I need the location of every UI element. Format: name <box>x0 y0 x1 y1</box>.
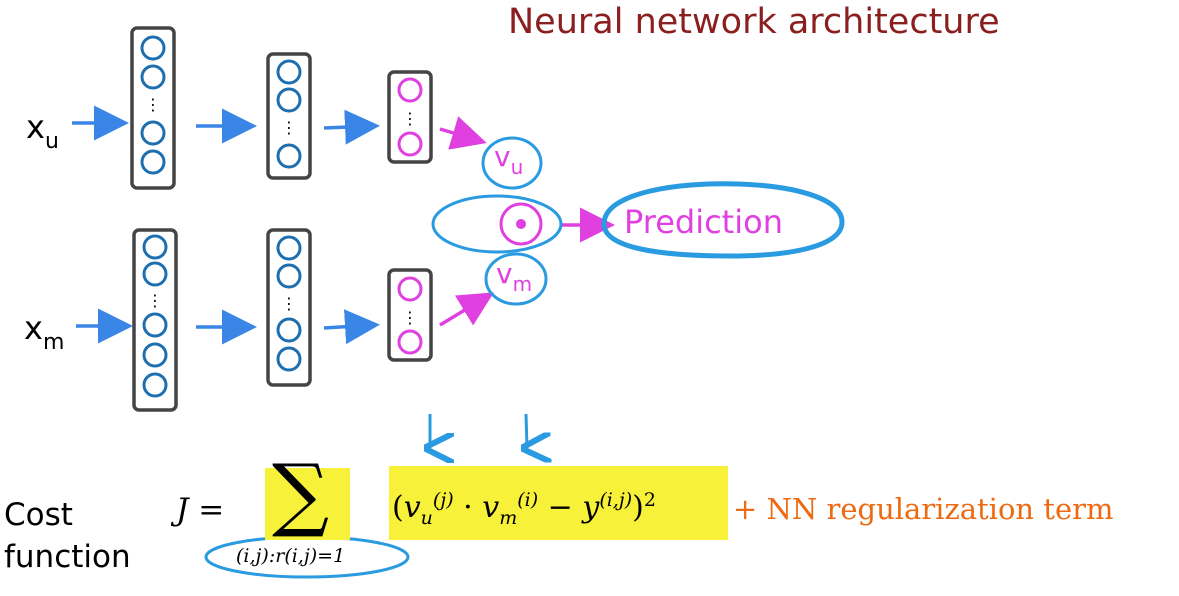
svg-text:⋮: ⋮ <box>281 118 297 137</box>
diagram-title: Neural network architecture <box>508 2 1000 42</box>
movie-output-layer: ⋮ <box>387 268 433 362</box>
formula-vu-exp: (j) <box>432 489 454 511</box>
error-term: (vu(j) · vm(i) − y(i,j))2 <box>392 489 656 529</box>
formula-vu: vu <box>403 490 433 529</box>
sum-highlight <box>265 468 350 540</box>
svg-text:⋮: ⋮ <box>147 291 163 310</box>
formula-open-paren: ( <box>392 490 404 525</box>
layer-arrow-user-2 <box>323 109 380 145</box>
layer-arrow-movie-2 <box>323 309 380 345</box>
cost-lhs: J = <box>176 492 225 528</box>
input-user-base: x <box>26 108 45 146</box>
dot-annotation-ellipse <box>431 194 563 254</box>
input-movie-label: xm <box>24 309 64 355</box>
formula-vm: vm <box>482 490 518 529</box>
vu-arrow <box>439 116 487 150</box>
user-output-layer: ⋮ <box>387 70 433 164</box>
input-user-label: xu <box>26 108 59 154</box>
cost-label-line1: Cost <box>4 497 73 533</box>
vu-label: vu <box>494 140 523 179</box>
cost-label-line2: function <box>4 539 131 575</box>
input-user-sub: u <box>44 129 59 154</box>
formula-close-paren: ) <box>632 490 644 525</box>
prediction-annotation-ellipse <box>601 181 845 259</box>
formula-y-exp: (i,j) <box>599 489 633 511</box>
vm-label: vm <box>496 257 532 296</box>
cost-function-label: Cost function <box>4 494 131 578</box>
formula-vm-exp: (i) <box>517 489 539 511</box>
user-layer-1: ⋮ <box>130 26 176 190</box>
regularization-term: + NN regularization term <box>733 492 1114 526</box>
formula-y: y <box>582 490 600 525</box>
svg-text:⋮: ⋮ <box>402 109 418 128</box>
movie-layer-2: ⋮ <box>266 228 312 387</box>
prediction-label: Prediction <box>624 203 783 241</box>
formula-square: 2 <box>643 489 656 511</box>
sum-symbol: ∑ <box>272 447 330 540</box>
vm-annotation-ellipse <box>484 252 548 306</box>
movie-layer-1: ⋮ <box>132 228 178 412</box>
vm-arrow <box>439 292 494 327</box>
formula-highlight <box>389 466 728 540</box>
svg-text:⋮: ⋮ <box>145 95 161 114</box>
svg-text:⋮: ⋮ <box>281 294 297 313</box>
circled-dot-icon <box>499 202 543 246</box>
vm-base: v <box>496 257 513 290</box>
svg-text:⋮: ⋮ <box>402 308 418 327</box>
input-movie-base: x <box>24 309 43 347</box>
user-layer-2: ⋮ <box>266 52 312 180</box>
vm-sub: m <box>512 272 533 296</box>
vu-base: v <box>494 140 511 173</box>
down-arrow-icon <box>526 413 527 448</box>
sum-index: (i,j):r(i,j)=1 <box>236 545 346 567</box>
vu-annotation-ellipse <box>481 136 543 190</box>
input-movie-sub: m <box>42 330 65 355</box>
vu-sub: u <box>510 155 524 179</box>
